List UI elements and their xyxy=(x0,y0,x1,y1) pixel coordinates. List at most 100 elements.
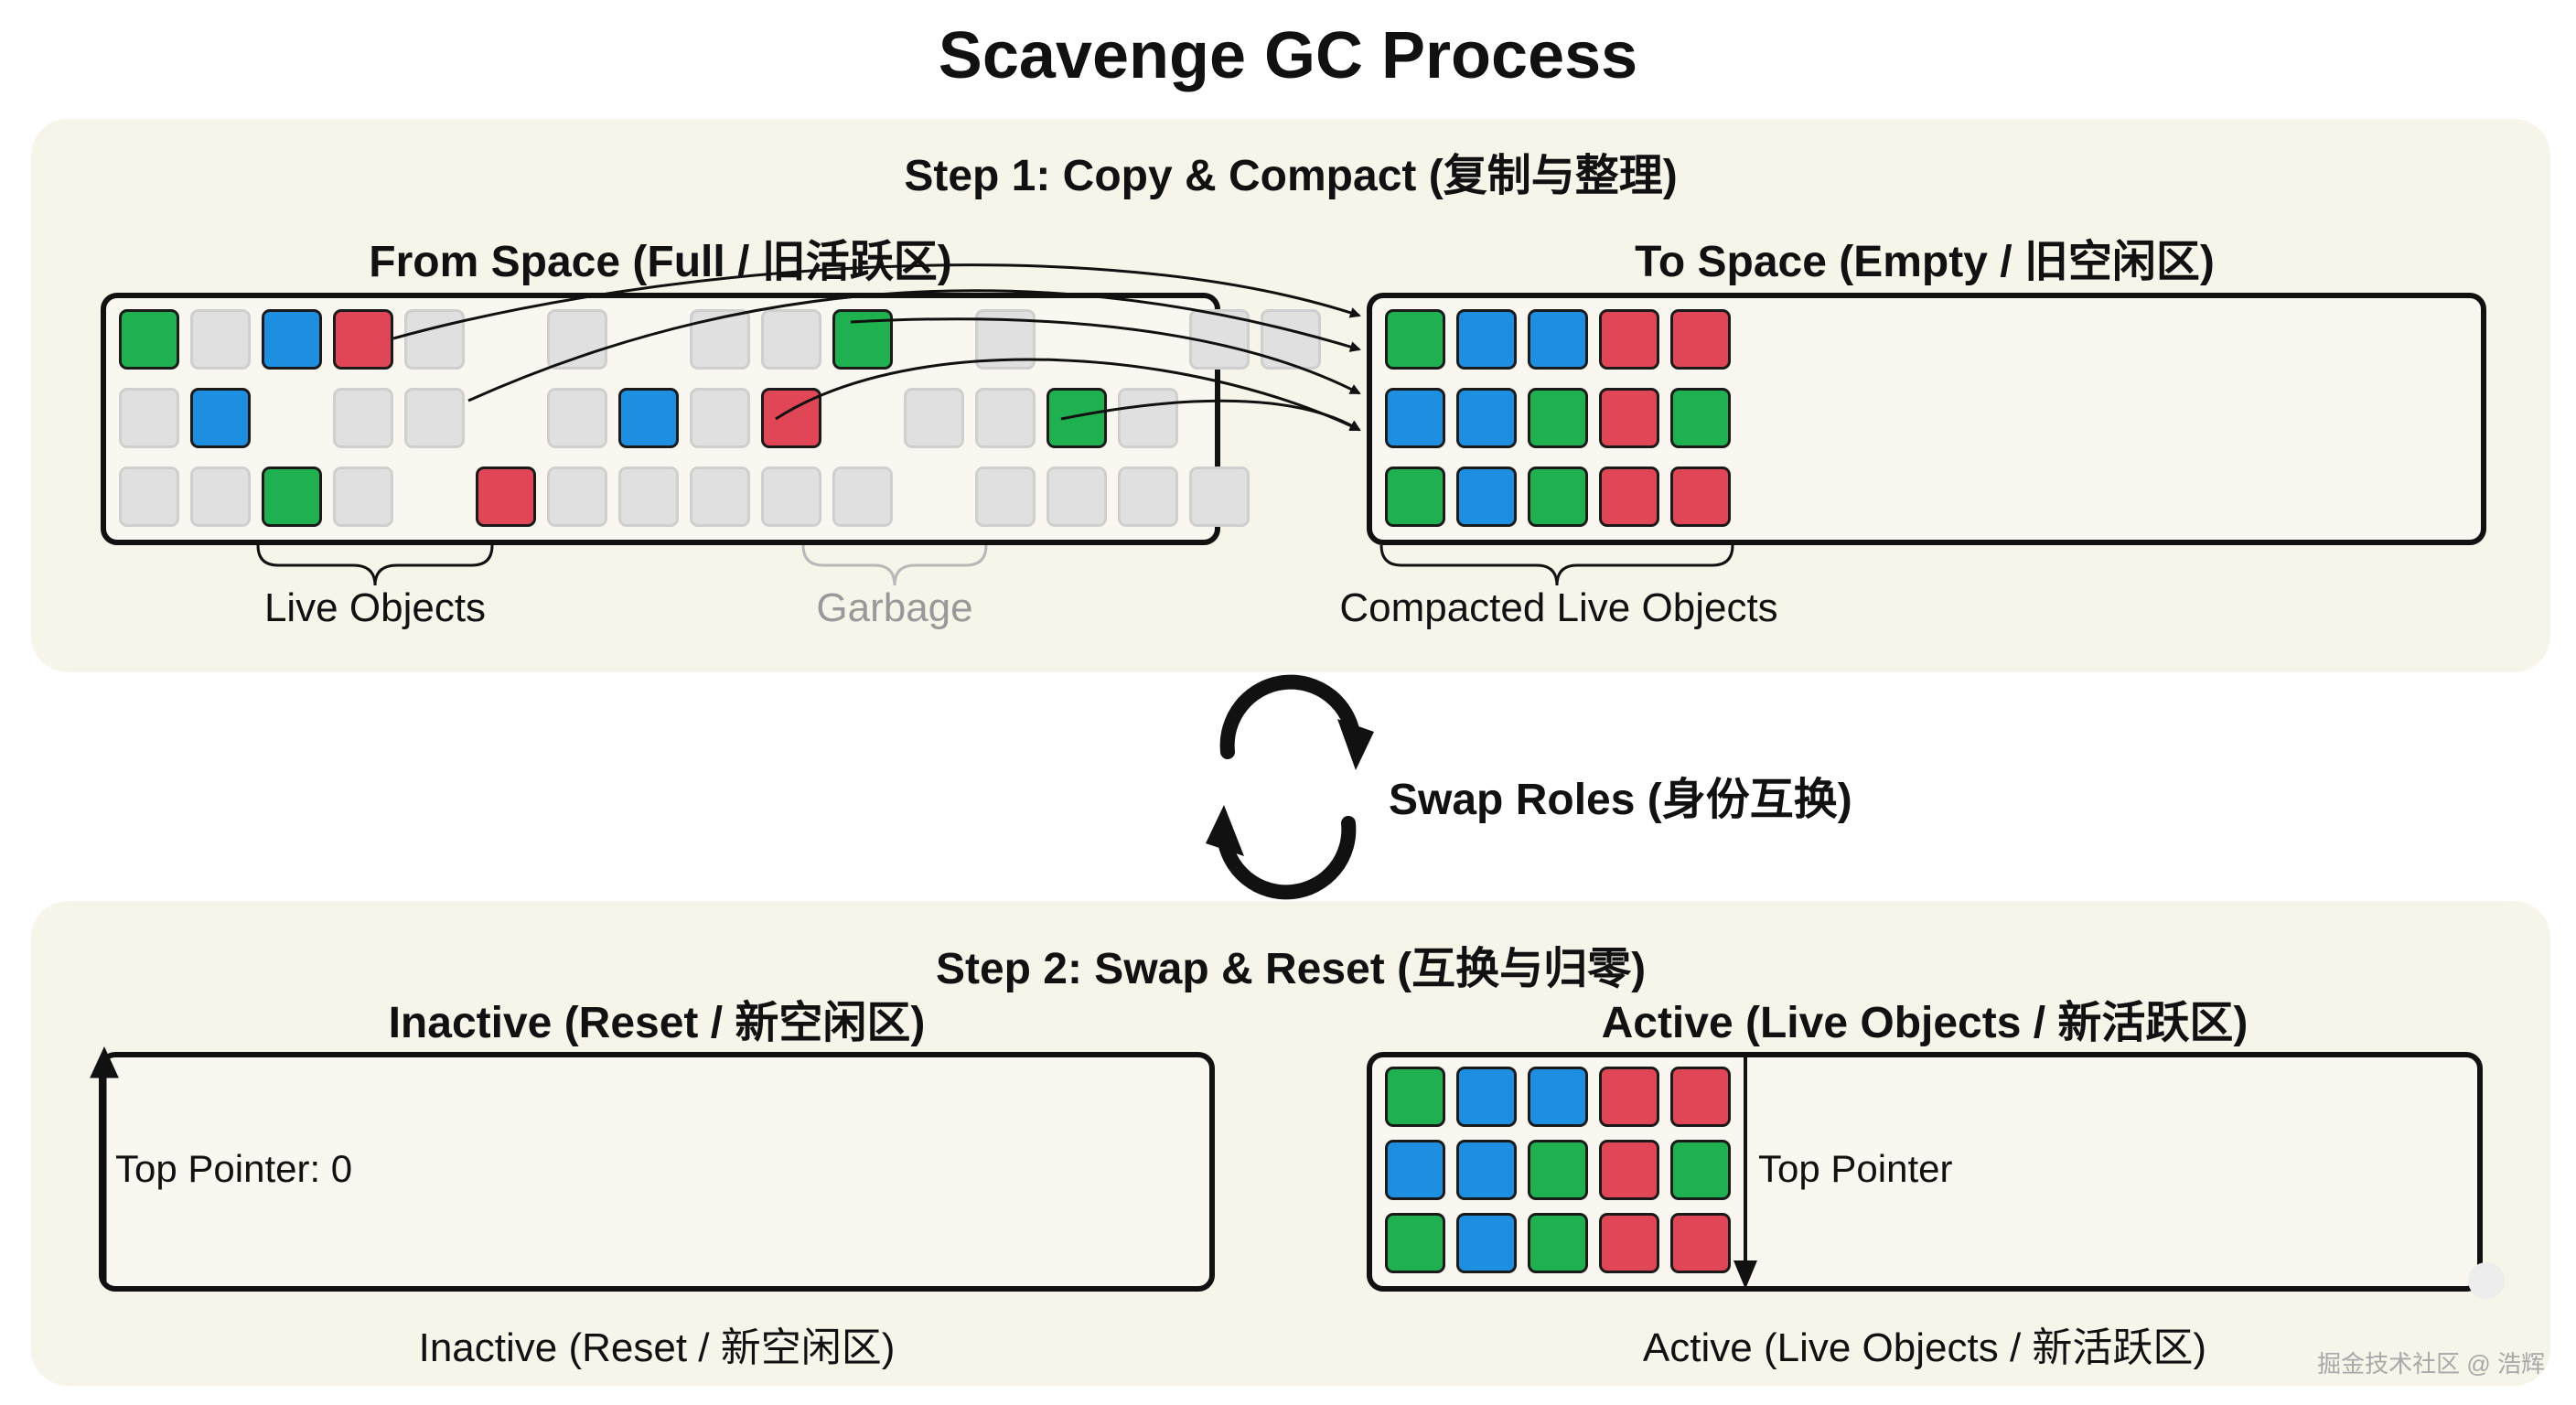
active-pointer-label: Top Pointer xyxy=(1758,1147,1953,1190)
live-object-cell-red xyxy=(1599,1067,1659,1127)
live-object-cell-green xyxy=(1385,467,1445,527)
inactive-box xyxy=(99,1052,1215,1292)
live-object-cell-blue xyxy=(1385,388,1445,448)
garbage-cell xyxy=(975,467,1036,527)
garbage-cell xyxy=(975,388,1036,448)
live-object-cell-blue xyxy=(618,388,679,448)
garbage-brace xyxy=(801,544,988,586)
compacted-brace xyxy=(1379,544,1734,586)
copy-arrow xyxy=(850,317,1361,395)
live-object-cell-blue xyxy=(1456,309,1517,370)
garbage-cell xyxy=(690,388,750,448)
active-title: Active (Live Objects / 新活跃区) xyxy=(1601,999,2249,1047)
live-object-cell-blue xyxy=(190,388,251,448)
garbage-cell xyxy=(404,388,465,448)
live-object-cell-green xyxy=(1046,388,1107,448)
active-bottom-label: Active (Live Objects / 新活跃区) xyxy=(1642,1325,2207,1370)
garbage-cell xyxy=(1189,467,1250,527)
live-object-cell-blue xyxy=(1385,1140,1445,1200)
garbage-cell xyxy=(333,388,393,448)
live-object-cell-blue xyxy=(1456,1140,1517,1200)
to-space-box xyxy=(1367,293,2486,545)
inactive-bottom-label: Inactive (Reset / 新空闲区) xyxy=(418,1325,896,1370)
garbage-cell xyxy=(333,467,393,527)
garbage-cell xyxy=(1118,388,1178,448)
garbage-cell xyxy=(547,388,607,448)
live-object-cell-blue xyxy=(1528,309,1588,370)
live-object-cell-green xyxy=(1385,309,1445,370)
swap-icon xyxy=(1217,674,1361,900)
live-object-cell-green xyxy=(262,467,322,527)
live-object-cell-green xyxy=(1670,1140,1731,1200)
garbage-cell xyxy=(190,309,251,370)
copy-arrows xyxy=(392,263,1361,432)
live-object-cell-blue xyxy=(1456,1067,1517,1127)
garbage-cell xyxy=(832,467,893,527)
live-object-cell-green xyxy=(1528,388,1588,448)
live-object-cell-green xyxy=(1670,388,1731,448)
live-object-cell-blue xyxy=(1528,1067,1588,1127)
garbage-label: Garbage xyxy=(816,585,973,630)
live-object-cell-red xyxy=(1670,467,1731,527)
live-object-cell-green xyxy=(832,309,893,370)
active-top-pointer xyxy=(1733,1057,1757,1290)
garbage-cell xyxy=(1261,309,1321,370)
live-object-cell-green xyxy=(119,309,179,370)
live-object-cell-blue xyxy=(1456,1213,1517,1273)
from-space-title: From Space (Full / 旧活跃区) xyxy=(369,238,952,286)
swap-roles-label: Swap Roles (身份互换) xyxy=(1389,776,1852,824)
garbage-cell xyxy=(190,467,251,527)
live-object-cell-red xyxy=(1599,1213,1659,1273)
live-objects-label: Live Objects xyxy=(263,585,487,630)
live-object-cell-green xyxy=(1385,1213,1445,1273)
watermark-glyph xyxy=(2468,1262,2505,1299)
swap-icon-heads xyxy=(1206,719,1374,856)
live-object-cell-green xyxy=(1528,1213,1588,1273)
copy-arrow xyxy=(1060,399,1361,432)
inactive-pointer-label: Top Pointer: 0 xyxy=(115,1147,353,1190)
watermark: 掘金技术社区 @ 浩辉 xyxy=(2317,1350,2545,1378)
live-objects-brace xyxy=(256,544,494,586)
copy-arrow xyxy=(392,263,1361,340)
live-object-cell-red xyxy=(1670,1067,1731,1127)
live-object-cell-green xyxy=(1528,467,1588,527)
live-object-cell-blue xyxy=(1456,388,1517,448)
inactive-title: Inactive (Reset / 新空闲区) xyxy=(388,999,926,1047)
step2-heading: Step 2: Swap & Reset (互换与归零) xyxy=(935,945,1647,993)
garbage-cell xyxy=(690,309,750,370)
active-box xyxy=(1367,1052,2483,1292)
live-object-cell-red xyxy=(1599,1140,1659,1200)
live-object-cell-red xyxy=(333,309,393,370)
live-object-cell-red xyxy=(1599,309,1659,370)
garbage-cell xyxy=(690,467,750,527)
inactive-top-pointer xyxy=(90,1046,119,1284)
live-object-cell-red xyxy=(1599,388,1659,448)
garbage-cell xyxy=(119,467,179,527)
compacted-label: Compacted Live Objects xyxy=(1339,585,1778,630)
to-space-title: To Space (Empty / 旧空闲区) xyxy=(1635,238,2215,286)
copy-arrow xyxy=(467,289,1361,402)
garbage-cell xyxy=(404,309,465,370)
live-object-cell-blue xyxy=(1456,467,1517,527)
live-object-cell-red xyxy=(761,388,821,448)
page-title: Scavenge GC Process xyxy=(938,19,1638,92)
garbage-cell xyxy=(761,309,821,370)
live-object-cell-green xyxy=(1385,1067,1445,1127)
live-object-cell-blue xyxy=(262,309,322,370)
step1-heading: Step 1: Copy & Compact (复制与整理) xyxy=(904,152,1678,200)
live-object-cell-red xyxy=(1670,1213,1731,1273)
garbage-cell xyxy=(119,388,179,448)
live-object-cell-red xyxy=(1670,309,1731,370)
garbage-cell xyxy=(1118,467,1178,527)
live-object-cell-red xyxy=(476,467,536,527)
garbage-cell xyxy=(547,467,607,527)
garbage-cell xyxy=(761,467,821,527)
garbage-cell xyxy=(1046,467,1107,527)
from-space-box xyxy=(101,293,1321,545)
garbage-cell xyxy=(904,388,964,448)
garbage-cell xyxy=(547,309,607,370)
live-object-cell-green xyxy=(1528,1140,1588,1200)
live-object-cell-red xyxy=(1599,467,1659,527)
garbage-cell xyxy=(618,467,679,527)
